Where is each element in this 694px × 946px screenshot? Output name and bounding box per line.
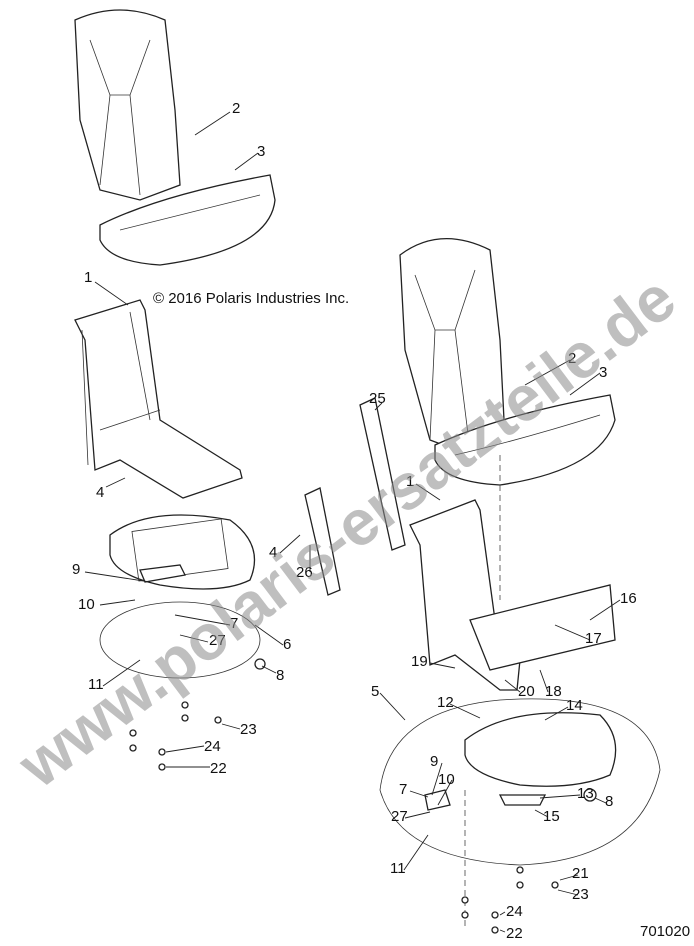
side-rails	[304, 397, 406, 596]
seat-base-right	[379, 698, 661, 866]
callout-16: 16	[620, 590, 637, 607]
callout-20: 20	[518, 683, 535, 700]
callout-1-left: 1	[84, 269, 92, 286]
callout-13: 13	[577, 785, 594, 802]
callout-22-left: 22	[210, 760, 227, 777]
callout-22-right: 22	[506, 925, 523, 942]
callout-11-left: 11	[88, 676, 104, 693]
callout-2-left: 2	[232, 100, 240, 117]
callout-27-right: 27	[391, 808, 408, 825]
callout-12: 12	[437, 694, 454, 711]
callout-26: 26	[296, 564, 313, 581]
callout-19: 19	[411, 653, 428, 670]
leader-lines	[84, 111, 621, 933]
fasteners	[129, 658, 597, 934]
callout-14: 14	[566, 697, 583, 714]
callout-3-right: 3	[599, 364, 607, 381]
callout-4-right: 4	[269, 544, 277, 561]
callout-8-right: 8	[605, 793, 613, 810]
callout-24-right: 24	[506, 903, 523, 920]
callout-23-right: 23	[572, 886, 589, 903]
callout-17: 17	[585, 630, 602, 647]
seat-right	[399, 237, 616, 486]
callout-5: 5	[371, 683, 379, 700]
callout-7-right: 7	[399, 781, 407, 798]
callout-2-right: 2	[568, 350, 576, 367]
callout-9-right: 9	[430, 753, 438, 770]
seat-frame-left	[74, 299, 243, 499]
seat-base-left	[99, 514, 261, 679]
callout-1-right: 1	[406, 473, 414, 490]
callout-25: 25	[369, 390, 386, 407]
callout-6-left: 6	[283, 636, 291, 653]
callout-7-left: 7	[230, 615, 238, 632]
callout-15: 15	[543, 808, 560, 825]
diagram-number: 701020	[640, 923, 690, 940]
callout-27-left: 27	[209, 632, 226, 649]
callout-18: 18	[545, 683, 562, 700]
callout-10-right: 10	[438, 771, 455, 788]
callout-3-left: 3	[257, 143, 265, 160]
seat-upper-left	[74, 9, 276, 266]
copyright-text: © 2016 Polaris Industries Inc.	[153, 290, 349, 307]
callout-11-right: 11	[390, 860, 406, 877]
callout-24-left: 24	[204, 738, 221, 755]
callout-23-left: 23	[240, 721, 257, 738]
callout-21: 21	[572, 865, 589, 882]
seat-frame-right	[409, 499, 616, 691]
callout-9-left: 9	[72, 561, 80, 578]
callout-4-left: 4	[96, 484, 104, 501]
callout-10-left: 10	[78, 596, 95, 613]
callout-8-left: 8	[276, 667, 284, 684]
